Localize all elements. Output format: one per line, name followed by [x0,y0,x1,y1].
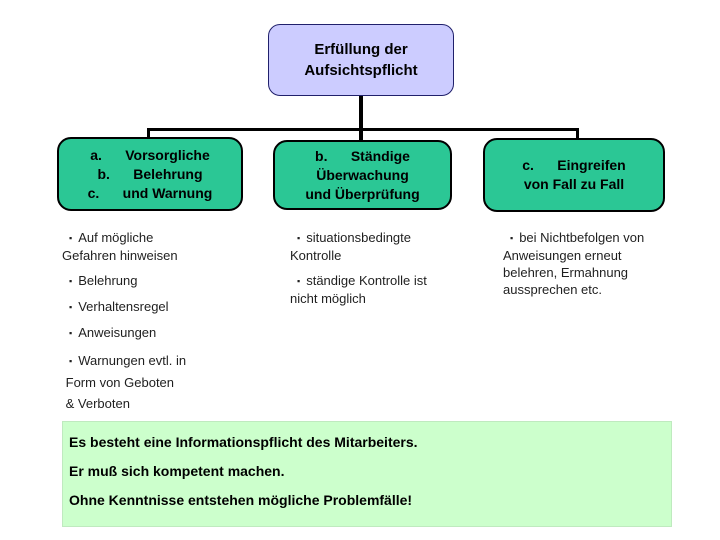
bullet-list-ueberwachung: ▪situationsbedingte Kontrolle ▪ständige … [290,229,480,315]
bullet-icon: ▪ [69,328,73,338]
list-item-text: Belehrung [78,273,138,288]
connector-drop-right [576,128,579,140]
summary-note-line: Es besteht eine Informationspflicht des … [69,434,418,450]
summary-note-line: Ohne Kenntnisse entstehen mögliche Probl… [69,492,413,508]
bullet-list-vorsorgliche: ▪Auf mögliche Gefahren hinweisen ▪Belehr… [62,229,252,422]
bullet-list-eingreifen: ▪bei Nichtbefolgen von Anweisungen erneu… [503,229,668,306]
bullet-icon: ▪ [69,276,73,286]
title-box: Erfüllung der Aufsichtspflicht [268,24,454,96]
connector-horizontal-bar [147,128,579,131]
branch-box-staendige-ueberwachung: b. Ständige Überwachung und Überprüfung [273,140,452,210]
list-item-text: bei Nichtbefolgen von Anweisungen erneut… [503,230,645,297]
branch-box-eingreifen: c. Eingreifen von Fall zu Fall [483,138,665,212]
list-item: ▪ Anweisungen [62,324,252,342]
branch-box-vorsorgliche-belehrung: a. Vorsorgliche b. Belehrung c. und Warn… [57,137,243,211]
list-item: ▪ Verhaltensregel [62,298,252,316]
list-item: ▪Auf mögliche Gefahren hinweisen [62,229,252,264]
list-item-text: Auf mögliche Gefahren hinweisen [62,230,178,263]
summary-note: Es besteht eine Informationspflicht des … [62,421,672,527]
list-item-text: ständige Kontrolle ist nicht möglich [290,273,427,306]
list-item-text: Anweisungen [78,325,157,340]
bullet-icon: ▪ [69,356,73,366]
bullet-icon: ▪ [69,233,73,243]
list-item-text: situationsbedingte Kontrolle [290,230,412,263]
list-item-text: Verhaltensregel [78,299,169,314]
list-item: ▪Warnungen evtl. in Form von Geboten & V… [62,350,252,414]
connector-vertical-main [359,96,363,142]
bullet-icon: ▪ [69,302,73,312]
list-item: ▪situationsbedingte Kontrolle [290,229,480,264]
connector-drop-left [147,128,150,139]
list-item: ▪ständige Kontrolle ist nicht möglich [290,272,480,307]
list-item: ▪ Belehrung [62,272,252,290]
bullet-icon: ▪ [510,233,514,243]
summary-note-line: Er muß sich kompetent machen. [69,463,285,479]
bullet-icon: ▪ [297,233,301,243]
list-item: ▪bei Nichtbefolgen von Anweisungen erneu… [503,229,668,298]
list-item-text: Warnungen evtl. in Form von Geboten & Ve… [65,353,187,411]
bullet-icon: ▪ [297,276,301,286]
